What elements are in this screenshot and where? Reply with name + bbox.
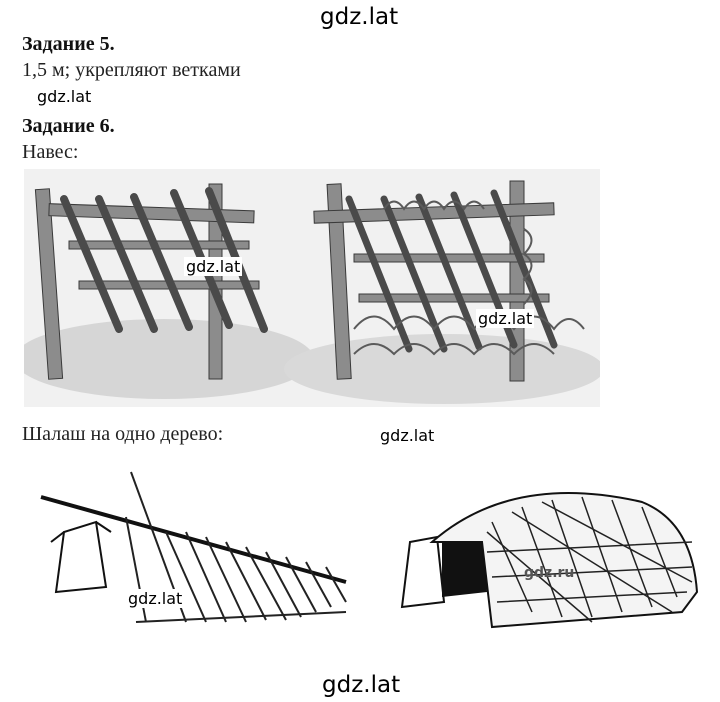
hut-covered-mound — [429, 492, 699, 629]
hut-covered-branches — [486, 496, 693, 623]
watermark-top: gdz.lat — [320, 4, 399, 30]
canopy-covered-frame — [313, 180, 555, 382]
watermark-hut-label: gdz.lat — [380, 426, 435, 445]
hut-lean-to-stump — [50, 520, 112, 594]
canopy-foliage — [353, 200, 585, 356]
watermark-bottom: gdz.lat — [322, 672, 401, 698]
task5-answer: 1,5 м; укрепляют ветками — [22, 59, 241, 81]
hut-covered-stump — [400, 535, 446, 609]
task6-heading: Задание 6. — [22, 115, 115, 137]
hut-covered-opening — [442, 526, 487, 597]
hut-label: Шалаш на одно дерево: — [22, 423, 224, 445]
hut-lean-to-branches — [125, 471, 347, 623]
hut-lean-to-illustration — [40, 471, 347, 623]
canopy-label: Навес: — [22, 141, 79, 163]
watermark-hut-right: gdz.ru — [524, 565, 575, 581]
watermark-task5: gdz.lat — [37, 87, 92, 106]
hut-covered-illustration — [400, 492, 699, 629]
watermark-canopy-left: gdz.lat — [184, 257, 243, 276]
canopy-illustration — [24, 169, 600, 407]
task5-heading: Задание 5. — [22, 33, 115, 55]
watermark-canopy-right: gdz.lat — [476, 309, 535, 328]
watermark-hut-left: gdz.lat — [126, 589, 185, 608]
hut-lean-to-ridge-pole — [40, 495, 347, 584]
